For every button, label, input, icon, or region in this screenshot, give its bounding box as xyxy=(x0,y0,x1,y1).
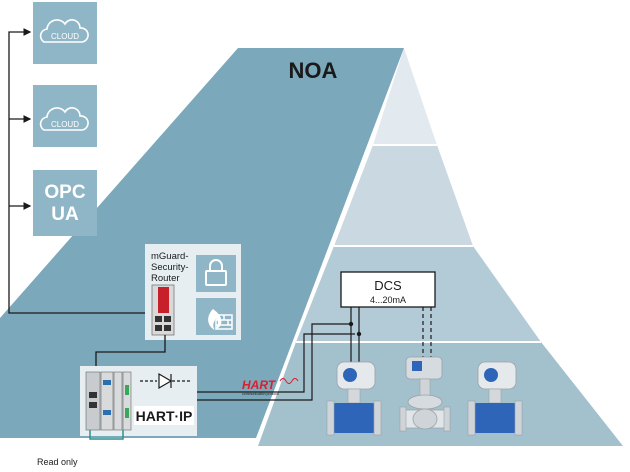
lock-icon xyxy=(205,259,227,286)
gateway-module xyxy=(122,371,132,431)
pyramid-level-top xyxy=(373,48,437,145)
flowmeter-icon xyxy=(467,361,523,436)
gateway-module xyxy=(100,371,114,431)
diagram-title: NOA xyxy=(289,58,338,83)
diode-icon xyxy=(140,372,190,390)
router-to-gateway-line xyxy=(95,335,166,372)
cloud-icon xyxy=(39,19,89,43)
signal-wire xyxy=(197,323,351,401)
cloud-box-1 xyxy=(33,2,97,64)
hart-ip-logo: HART·IP xyxy=(136,408,193,424)
cloud-label-1: CLOUD xyxy=(51,32,79,41)
opc-label: OPC xyxy=(44,182,85,203)
ua-label: UA xyxy=(51,204,79,225)
gateway-module xyxy=(113,371,123,431)
cloud-label-2: CLOUD xyxy=(51,120,79,129)
uplink-line xyxy=(8,28,150,314)
router-port xyxy=(164,316,171,322)
noa-panel xyxy=(0,48,404,438)
cloud-box-2 xyxy=(33,85,97,147)
wire-junction xyxy=(348,321,354,327)
router-port xyxy=(164,325,171,331)
router-device-red-strip xyxy=(158,287,169,313)
router-port xyxy=(155,325,162,331)
pyramid-level-2 xyxy=(334,145,473,246)
hart-wave-icon xyxy=(279,378,299,384)
control-valve-icon xyxy=(399,356,451,432)
hart-tagline: communication protocol xyxy=(242,392,279,396)
gateway-terminal xyxy=(103,410,111,415)
hart-ip-logo-bg xyxy=(134,406,194,425)
gateway-port xyxy=(89,402,97,408)
gateway-terminal xyxy=(125,385,129,395)
gateway-terminal xyxy=(103,380,111,385)
firewall-icon xyxy=(208,308,233,331)
dcs-signal: 4...20mA xyxy=(370,295,406,305)
cloud-icon xyxy=(39,107,89,131)
gateway-module xyxy=(85,371,101,431)
read-only-status: Read only xyxy=(37,457,78,467)
router-label-line-3: Router xyxy=(151,273,180,284)
router-label-line-2: Security- xyxy=(151,262,188,273)
hart-logo: HART xyxy=(242,378,277,392)
dcs-box xyxy=(340,271,436,308)
gateway-terminal xyxy=(125,408,129,418)
dcs-title: DCS xyxy=(374,278,402,293)
flowmeter-icon xyxy=(326,361,382,436)
wire-junction xyxy=(356,331,362,337)
opc-ua-box xyxy=(33,170,97,236)
router-label-line-1: mGuard- xyxy=(151,251,188,262)
router-port xyxy=(155,316,162,322)
gateway-port xyxy=(89,392,97,398)
gateway-loop xyxy=(89,430,124,440)
signal-wire xyxy=(197,333,355,393)
